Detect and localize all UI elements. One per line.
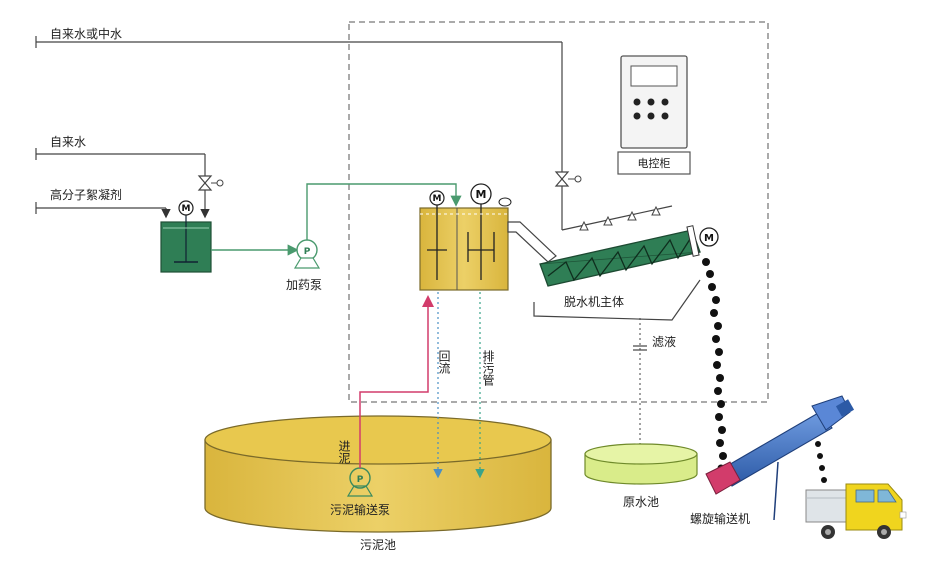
dosing-pump: P: [293, 239, 321, 269]
dosing-tank: [160, 212, 212, 273]
dose-line-pump-to-mixer: [306, 183, 462, 240]
svg-text:M: M: [433, 194, 442, 204]
flocculant-line: [35, 202, 171, 219]
falling-sludge-cake: [702, 258, 827, 483]
raw-water-tank: [584, 443, 698, 485]
mixer-motor-small: M: [429, 190, 445, 206]
dewatering-unit: [539, 225, 701, 287]
spray-bar: [561, 205, 673, 231]
reclaimed-water-line: [35, 36, 582, 230]
truck: [805, 483, 907, 539]
sludge-feed-line: [359, 295, 434, 468]
overflow-chute: [507, 221, 557, 263]
label-return-flow: 回流: [437, 350, 451, 374]
label-screw-conveyor: 螺旋输送机: [690, 511, 750, 526]
label-control-cabinet: 电控柜: [638, 156, 671, 170]
label-sludge-tank: 污泥池: [360, 538, 396, 552]
mixer-motor-large: M: [470, 183, 512, 207]
svg-text:M: M: [704, 233, 714, 244]
sludge-tank: [204, 415, 552, 533]
svg-text:M: M: [182, 204, 191, 214]
label-tap-water: 自来水: [50, 135, 86, 149]
control-cabinet: [617, 55, 691, 175]
label-flocculant: 高分子絮凝剂: [50, 187, 122, 202]
label-discharge-pipe: 排污管: [481, 350, 495, 387]
tap-water-line: [35, 148, 224, 219]
label-filtrate: 滤液: [652, 334, 676, 349]
dosing-tank-motor: M: [178, 200, 194, 216]
svg-text:P: P: [304, 247, 311, 257]
label-dewatering-main: 脱水机主体: [564, 294, 624, 309]
svg-text:P: P: [357, 475, 364, 485]
equipment-boundary: [348, 21, 769, 403]
screw-conveyor: [705, 395, 855, 521]
dewatering-motor: M: [699, 227, 719, 247]
label-raw-water-tank: 原水池: [623, 495, 659, 509]
label-dosing-pump: 加药泵: [286, 278, 322, 292]
flocculation-tank: [419, 200, 509, 291]
label-sludge-pump: 污泥输送泵: [330, 502, 390, 517]
svg-text:M: M: [476, 188, 487, 201]
label-reclaimed-water: 自来水或中水: [50, 26, 122, 41]
label-sludge-inlet-1: 进泥: [337, 440, 351, 464]
filtrate-tray: [533, 279, 701, 321]
